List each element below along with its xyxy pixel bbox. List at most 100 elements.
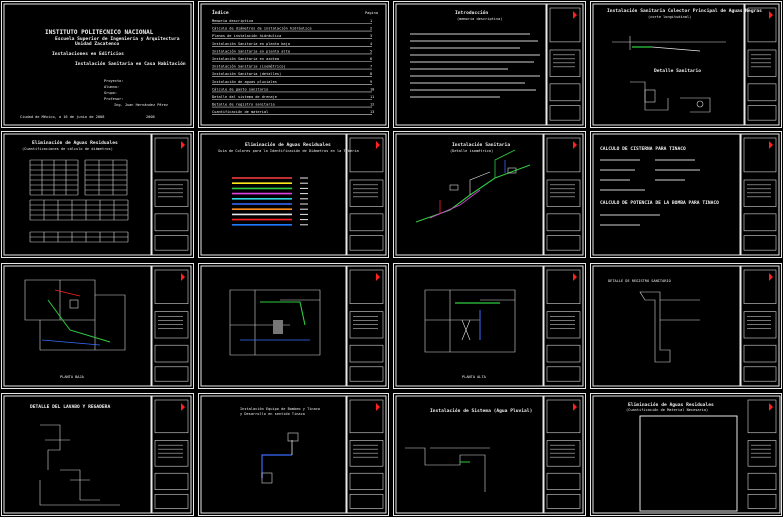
s15-title: Instalación de Sistema (Agua Pluvial) [430, 407, 532, 414]
index-item-label: Planos de instalación hidráulica [212, 34, 281, 38]
title-block-box [747, 7, 777, 43]
title-block-box [154, 311, 189, 339]
title-block-box [747, 399, 777, 434]
title-block-box [546, 235, 581, 251]
title-block-box [154, 366, 189, 382]
s5-subtitle: (Cuantificaciones de cálculo de diámetro… [22, 147, 113, 151]
index-row: Instalación Sanitaria (isométrico)7 [212, 65, 372, 70]
panel-colector-principal[interactable]: Instalación Sanitaria Colector Principal… [590, 1, 782, 128]
panel-registro-sanitario[interactable]: DETALLE DE REGISTRO SANITARIO [590, 263, 782, 389]
title-block-box [546, 440, 581, 467]
cover-subject: Instalaciones en Edificios [52, 51, 124, 57]
title-block-box [154, 399, 189, 434]
title-block-box [349, 493, 384, 509]
title-block-box [349, 399, 384, 434]
index-item-label: Instalación de aguas pluviales [212, 80, 277, 84]
title-block-box [743, 311, 777, 339]
logo-icon [769, 403, 773, 411]
logo-icon [573, 11, 577, 19]
panel-planta-alta-b[interactable]: PLANTA ALTA [393, 263, 586, 389]
title-block-box [747, 493, 777, 509]
cover-project: Instalación Sanitaria en Casa Habitación [75, 60, 186, 67]
title-block-box [154, 235, 189, 251]
title-block-box [349, 311, 384, 339]
logo-icon [181, 141, 185, 149]
title-block [154, 399, 189, 509]
logo-icon [573, 273, 577, 281]
s8-caption: CALCULO DE POTENCIA DE LA BOMBA PARA TIN… [600, 200, 719, 206]
index-row: Instalación Sanitaria (detalles)8 [212, 72, 372, 77]
panel-intro[interactable]: Introducción (memoria descriptiva) [393, 1, 586, 128]
intro-subtitle: (memoria descriptiva) [457, 17, 502, 21]
panel-quantification-tables[interactable]: Eliminación de Aguas Residuales (Cuantif… [1, 131, 194, 258]
panel-cistern-calc[interactable]: CALCULO DE CISTERNA PARA TINACO CALCULO … [590, 131, 782, 258]
s4-title: Instalación Sanitaria Colector Principal… [607, 7, 762, 14]
title-block-box [747, 440, 777, 467]
title-block-box [349, 179, 384, 207]
index-item-page: 5 [370, 49, 372, 53]
s9-caption: PLANTA BAJA [60, 375, 85, 379]
index-item-label: Detalle de registro sanitario [212, 103, 275, 107]
panel-equipo-bombeo[interactable]: Instalación Equipo de Bombeo y Tinaco y … [198, 393, 389, 516]
title-block [546, 137, 581, 251]
index-page-header: Pagina [365, 11, 378, 15]
panel-lavabo-regadera[interactable]: DETALLE DEL LAVABO Y REGADERA [1, 393, 194, 516]
logo-icon [769, 141, 773, 149]
title-block-box [349, 344, 384, 363]
calc-table [29, 159, 79, 196]
panel-agua-pluvial[interactable]: Instalación de Sistema (Agua Pluvial) [393, 393, 586, 516]
logo-icon [181, 273, 185, 281]
panel-isometric[interactable]: Instalación Sanitaria (Detalle isométric… [393, 131, 586, 258]
logo-icon [376, 141, 380, 149]
cover-date: Ciudad de México, a 16 de junio de 2008 [20, 115, 104, 119]
index-item-page: 12 [370, 103, 374, 107]
panel-color-guide[interactable]: Eliminación de Aguas Residuales Guía de … [198, 131, 389, 258]
title-block-box [154, 493, 189, 509]
s7-title: Instalación Sanitaria [452, 141, 510, 148]
title-block [349, 269, 384, 382]
title-block-box [743, 235, 777, 251]
s6-title: Eliminación de Aguas Residuales [245, 141, 331, 148]
panel-cover[interactable]: INSTITUTO POLITECNICO NACIONAL Escuela S… [1, 1, 194, 128]
title-block-box [747, 49, 777, 77]
s6-subtitle: Guía de Colores para la Identificación d… [218, 149, 359, 153]
logo-icon [376, 273, 380, 281]
title-block-box [549, 105, 581, 121]
title-block-box [747, 472, 777, 490]
index-row: Detalle de registro sanitario 12 [212, 103, 374, 108]
title-block-box [349, 472, 384, 490]
panel-planta-alta-a[interactable] [198, 263, 389, 389]
title-block-box [546, 269, 581, 304]
panel-planta-baja[interactable]: PLANTA BAJA [1, 263, 194, 389]
panel-material[interactable]: Eliminación de Aguas Residuales (Cuantif… [590, 393, 782, 516]
index-item-page: 10 [370, 87, 374, 91]
title-block-box [349, 269, 384, 304]
s13-title: DETALLE DEL LAVABO Y REGADERA [30, 404, 110, 410]
title-block-box [546, 472, 581, 490]
intro-text-block [410, 33, 540, 98]
title-block [747, 399, 777, 509]
s7-subtitle: (Detalle isométrico) [450, 149, 493, 153]
index-item-label: Instalación Sanitaria (isométrico) [212, 65, 286, 69]
title-block-box [349, 137, 384, 173]
title-block-box [546, 179, 581, 207]
title-block-box [743, 344, 777, 363]
index-item-page: 13 [370, 110, 374, 114]
index-item-page: 9 [370, 80, 372, 84]
title-block-box [546, 344, 581, 363]
title-block-box [154, 472, 189, 490]
title-block-box [349, 213, 384, 232]
title-block-box [154, 213, 189, 232]
title-block-box [154, 179, 189, 207]
index-item-page: 8 [370, 72, 372, 76]
cover-label: Profesor: [104, 97, 123, 101]
color-guide-lines [232, 177, 308, 226]
title-block [349, 137, 384, 251]
title-block-box [743, 213, 777, 232]
calc-table [29, 199, 129, 221]
